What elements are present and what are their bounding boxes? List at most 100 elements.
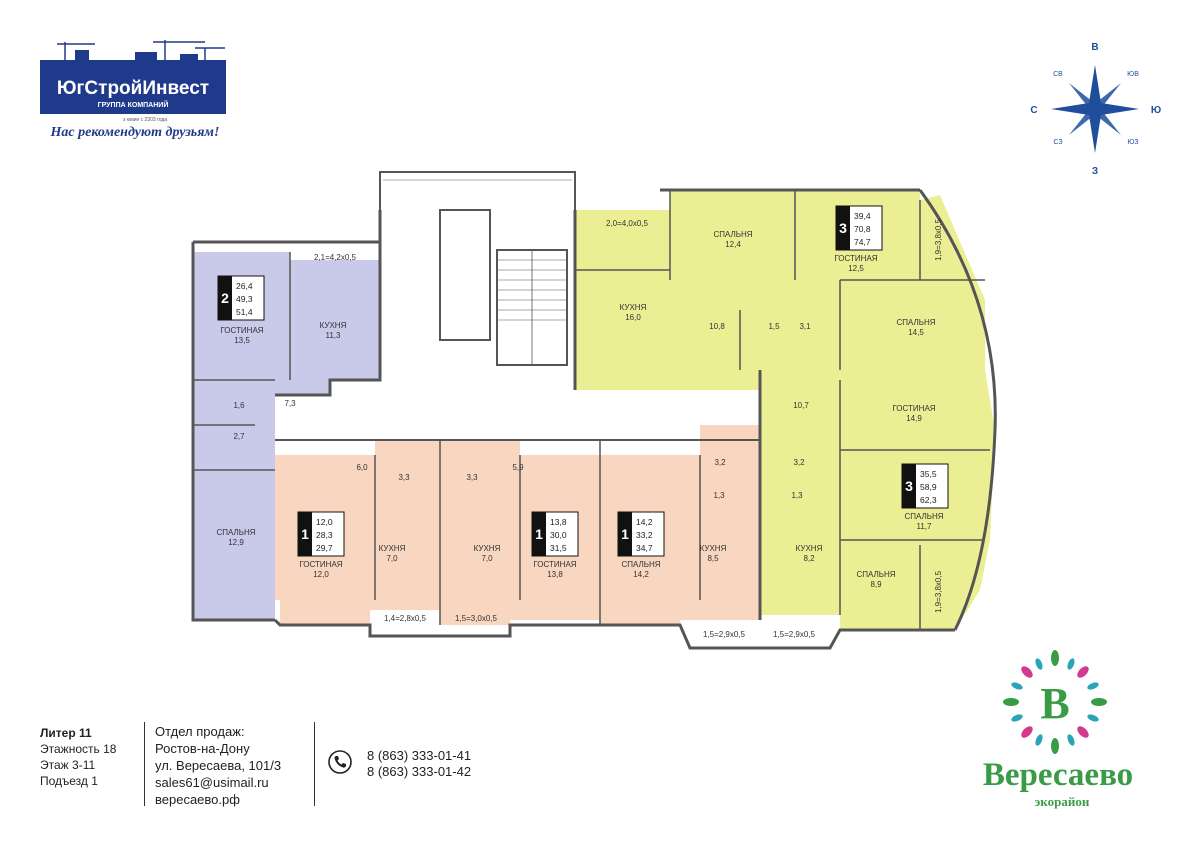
balcony-1m: 1,5=3,0х0,5 — [455, 614, 498, 623]
sales-street: ул. Вересаева, 101/3 — [155, 758, 282, 773]
developer-name: ЮгСтройИнвест — [57, 78, 209, 99]
interior-walls — [193, 190, 990, 630]
apt3b-total: 58,9 — [920, 482, 937, 492]
apt3t-balcony: 74,7 — [854, 237, 871, 247]
bedroom-1r-name: СПАЛЬНЯ — [621, 560, 660, 569]
phone-icon — [328, 750, 352, 774]
bath-1l: 3,3 — [398, 473, 410, 482]
building-core — [379, 171, 576, 366]
bath-2a: 1,6 — [233, 401, 245, 410]
apt1m-total: 30,0 — [550, 530, 567, 540]
kitchen-3t-area: 16,0 — [625, 313, 641, 322]
balcony-1l: 1,4=2,8х0,5 — [384, 614, 427, 623]
hall-1m: 5,9 — [512, 463, 524, 472]
phones: 8 (863) 333-01-41 8 (863) 333-01-42 — [367, 748, 471, 780]
bedroom-3t1-name: СПАЛЬНЯ — [713, 230, 752, 239]
living-3t-name: ГОСТИНАЯ — [834, 254, 877, 263]
living-3t-area: 12,5 — [848, 264, 864, 273]
living-3b-area: 14,9 — [906, 414, 922, 423]
bedroom-3t1-area: 12,4 — [725, 240, 741, 249]
apt1r-balcony: 34,7 — [636, 543, 653, 553]
kitchen-1r-area: 8,5 — [707, 554, 719, 563]
kitchen-1m-area: 7,0 — [481, 554, 493, 563]
wc-1r: 1,3 — [713, 491, 725, 500]
living-2-name: ГОСТИНАЯ — [220, 326, 263, 335]
apt1m-balcony: 31,5 — [550, 543, 567, 553]
apt1l-living: 12,0 — [316, 517, 333, 527]
apartment-1-room-left — [275, 440, 440, 625]
kitchen-3t-name: КУХНЯ — [620, 303, 647, 312]
building-info: Литер 11 Этажность 18 Этаж 3-11 Подъезд … — [40, 725, 116, 789]
balcony-3t2: 1,9=3,8х0,5 — [934, 218, 943, 261]
sales-site[interactable]: вересаево.рф — [155, 792, 240, 807]
phone-2[interactable]: 8 (863) 333-01-42 — [367, 764, 472, 779]
kitchen-3b-area: 8,2 — [803, 554, 815, 563]
bedroom-3b2-area: 8,9 — [870, 580, 882, 589]
balcony-3t: 2,0=4,0х0,5 — [606, 219, 649, 228]
living-3b-name: ГОСТИНАЯ — [892, 404, 935, 413]
sales-title: Отдел продаж: — [155, 724, 245, 739]
bedroom-2-name: СПАЛЬНЯ — [216, 528, 255, 537]
kitchen-3b-name: КУХНЯ — [796, 544, 823, 553]
apt1r-total: 33,2 — [636, 530, 653, 540]
apt1m-living: 13,8 — [550, 517, 567, 527]
apt3t-total: 70,8 — [854, 224, 871, 234]
apt3t-living: 39,4 — [854, 211, 871, 221]
project-subtitle: экорайон — [1035, 794, 1090, 809]
apt3b-rooms: 3 — [905, 478, 913, 494]
apt1l-rooms: 1 — [301, 526, 309, 542]
kitchen-1m-name: КУХНЯ — [474, 544, 501, 553]
kitchen-1l-name: КУХНЯ — [379, 544, 406, 553]
apt3b-balcony: 62,3 — [920, 495, 937, 505]
hall-2: 7,3 — [284, 399, 296, 408]
compass-w: С — [1030, 105, 1037, 116]
hall-3b: 10,7 — [793, 401, 809, 410]
compass-se: ЮЗ — [1127, 139, 1138, 146]
apt2-living: 26,4 — [236, 281, 253, 291]
project-name: Вересаево — [983, 757, 1133, 793]
bedroom-2-area: 12,9 — [228, 538, 244, 547]
compass-rose: В З С Ю СВ ЮВ СЗ ЮЗ — [1030, 42, 1161, 177]
bedroom-1r-area: 14,2 — [633, 570, 649, 579]
compass-s: З — [1092, 166, 1098, 177]
building-floors: Этажность 18 — [40, 742, 117, 756]
sales-city: Ростов-на-Дону — [155, 741, 250, 756]
bath-1m: 3,3 — [466, 473, 478, 482]
balcony-3b2: 1,9=3,8х0,5 — [934, 570, 943, 613]
kitchen-1r-name: КУХНЯ — [700, 544, 727, 553]
compass-ne: ЮВ — [1127, 71, 1139, 78]
living-1m-name: ГОСТИНАЯ — [533, 560, 576, 569]
sales-email[interactable]: sales61@usimail.ru — [155, 775, 269, 790]
living-2-area: 13,5 — [234, 336, 250, 345]
apt2-rooms: 2 — [221, 290, 229, 306]
compass-needle-n-icon — [1089, 65, 1101, 109]
apartment-1-room-right — [600, 425, 760, 625]
compass-n: В — [1091, 42, 1098, 53]
wc-3b: 1,3 — [791, 491, 803, 500]
kitchen-2-area: 11,3 — [326, 331, 342, 340]
apt1l-balcony: 29,7 — [316, 543, 333, 553]
phone-1[interactable]: 8 (863) 333-01-41 — [367, 748, 472, 763]
apartment-2-room — [193, 252, 380, 620]
kitchen-2-name: КУХНЯ — [320, 321, 347, 330]
apt1l-total: 28,3 — [316, 530, 333, 540]
developer-since: з юмин с 2303 года — [123, 117, 167, 123]
project-logo: В Вересаево экорайон — [983, 650, 1133, 809]
apartment-3-room-bottom — [760, 370, 995, 630]
compass-sw: СЗ — [1053, 139, 1062, 146]
bath-2b: 2,7 — [233, 432, 245, 441]
sales-info: Отдел продаж: Ростов-на-Дону ул. Вересае… — [155, 723, 281, 808]
apt1r-rooms: 1 — [621, 526, 629, 542]
divider — [314, 722, 315, 806]
bath-1r: 3,2 — [714, 458, 726, 467]
living-1l-area: 12,0 — [313, 570, 329, 579]
outer-walls — [191, 188, 997, 650]
apt2-total: 49,3 — [236, 294, 253, 304]
logo-letter: В — [1040, 679, 1069, 728]
living-1l-name: ГОСТИНАЯ — [299, 560, 342, 569]
compass-nw: СВ — [1053, 71, 1063, 78]
balcony-2: 2,1=4,2х0,5 — [314, 253, 357, 262]
kitchen-1l-area: 7,0 — [386, 554, 398, 563]
